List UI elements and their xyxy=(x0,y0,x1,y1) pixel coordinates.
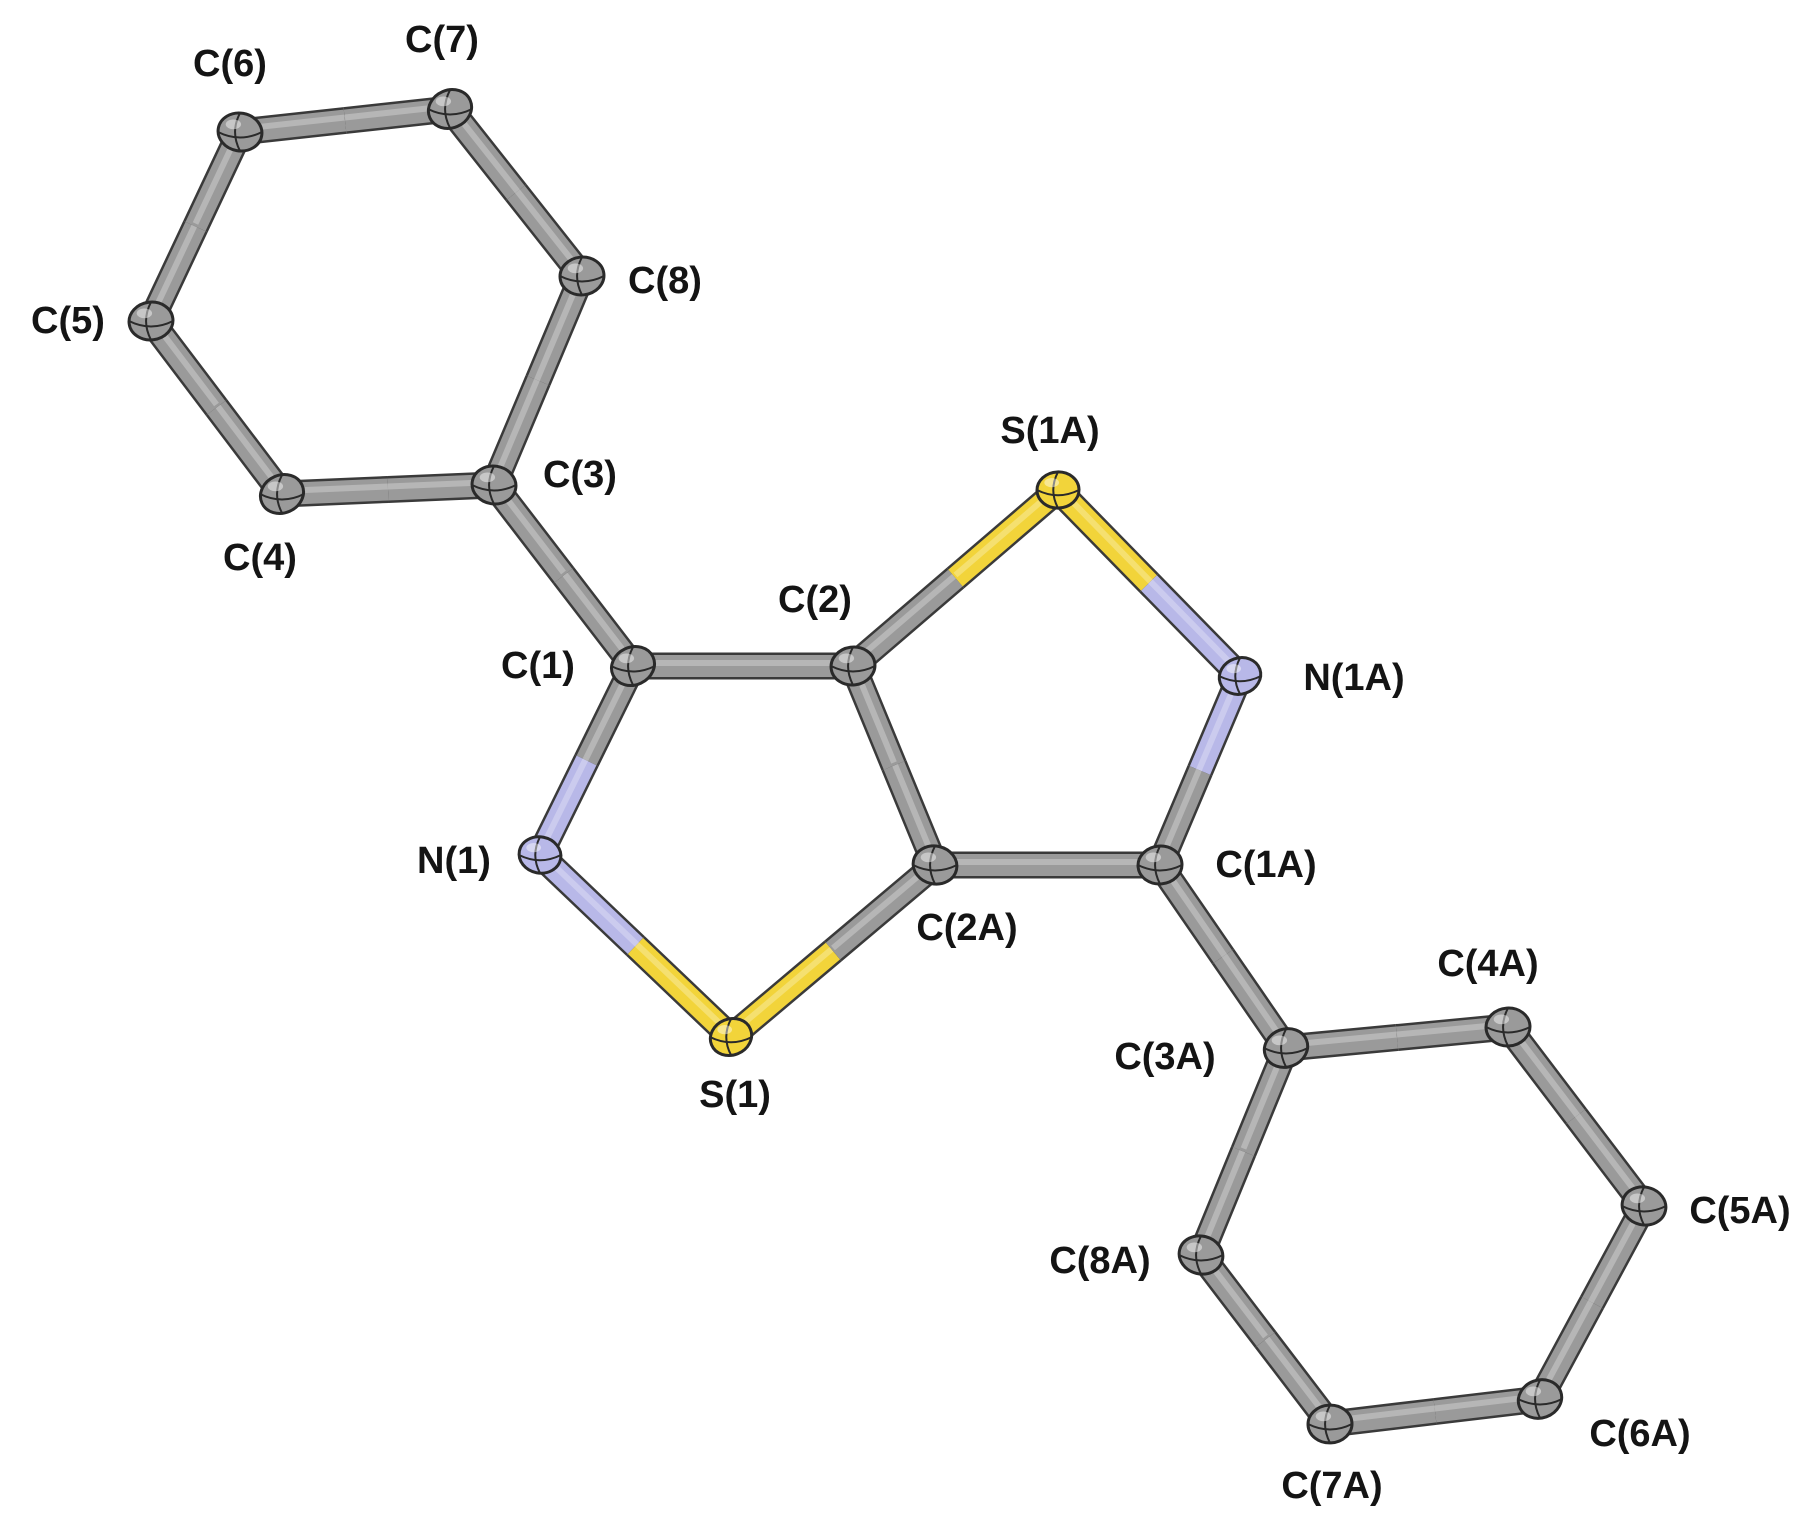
atom-label-C7A: C(7A) xyxy=(1281,1465,1382,1507)
bond-C2A-C2 xyxy=(840,660,948,871)
atom-C6 xyxy=(216,111,264,153)
atoms-layer xyxy=(127,88,1668,1445)
atom-label-C7: C(7) xyxy=(405,19,479,61)
atom-labels-layer: C(1) C(2) C(3) C(4) C(5) C(6) C(7) C(8) N(1) S(1)… xyxy=(31,19,1791,1507)
atom-S1 xyxy=(708,1016,754,1058)
atom-C8A xyxy=(1177,1234,1225,1276)
atom-label-C8: C(8) xyxy=(628,260,702,302)
bond-C7A-C8A xyxy=(1190,1246,1341,1433)
atom-label-C5: C(5) xyxy=(31,300,105,342)
atom-C6A xyxy=(1516,1378,1564,1420)
bonds-layer xyxy=(138,95,1656,1438)
atom-C1 xyxy=(610,644,656,688)
atom-label-S1A: S(1A) xyxy=(1000,410,1099,452)
atom-C7A xyxy=(1306,1403,1354,1445)
atom-label-N1A: N(1A) xyxy=(1303,657,1404,699)
bond-C1-C2 xyxy=(633,652,853,680)
bond-S1-C2A xyxy=(722,854,944,1048)
atom-label-S1: S(1) xyxy=(699,1074,771,1116)
bond-N1-S1 xyxy=(530,845,741,1047)
atom-S1A xyxy=(1035,470,1081,510)
atom-C3 xyxy=(470,464,518,506)
atom-C2A xyxy=(911,844,959,886)
atom-label-C8A: C(8A) xyxy=(1049,1240,1150,1282)
atom-label-C3A: C(3A) xyxy=(1114,1036,1215,1078)
bond-C1-C3 xyxy=(483,476,644,675)
atom-label-C2: C(2) xyxy=(778,579,852,621)
atom-label-C4A: C(4A) xyxy=(1437,943,1538,985)
bond-C1A-C3A xyxy=(1148,857,1298,1056)
bond-C2-S1A xyxy=(844,479,1067,677)
bond-C5-C6 xyxy=(138,126,253,327)
atom-label-C2A: C(2A) xyxy=(916,907,1017,949)
atom-label-C3: C(3) xyxy=(543,454,617,496)
atom-C5 xyxy=(127,300,175,342)
atom-label-C4: C(4) xyxy=(223,537,297,579)
atom-label-N1: N(1) xyxy=(417,840,491,882)
atom-label-C6A: C(6A) xyxy=(1589,1413,1690,1455)
bond-C5A-C6A xyxy=(1528,1199,1656,1406)
bond-C7-C8 xyxy=(439,100,593,285)
bond-N1A-C1A xyxy=(1147,670,1253,871)
atom-C8 xyxy=(558,255,606,297)
bond-C6-C7 xyxy=(238,95,452,146)
atom-C5A xyxy=(1620,1185,1668,1227)
atom-C4 xyxy=(258,473,306,515)
atom-N1 xyxy=(517,835,563,875)
bond-C3-C4 xyxy=(281,471,495,508)
atom-C4A xyxy=(1484,1006,1532,1048)
atom-C3A xyxy=(1262,1027,1310,1069)
atom-C7 xyxy=(426,88,474,130)
atom-C2 xyxy=(829,645,877,687)
bond-S1A-N1A xyxy=(1048,480,1250,686)
bond-C4-C5 xyxy=(140,312,293,503)
atom-label-C1: C(1) xyxy=(501,645,575,687)
atom-N1A xyxy=(1217,656,1263,696)
bond-C6A-C7A xyxy=(1328,1385,1542,1438)
atom-label-C1A: C(1A) xyxy=(1215,844,1316,886)
bond-C4A-C5A xyxy=(1497,1018,1655,1215)
bond-C1A-C2A xyxy=(935,851,1160,879)
atom-C1A xyxy=(1136,844,1184,886)
bond-C3A-C4A xyxy=(1284,1013,1510,1062)
atom-label-C5A: C(5A) xyxy=(1689,1190,1790,1232)
bond-C1-N1 xyxy=(527,660,646,861)
atom-label-C6: C(6) xyxy=(193,43,267,85)
